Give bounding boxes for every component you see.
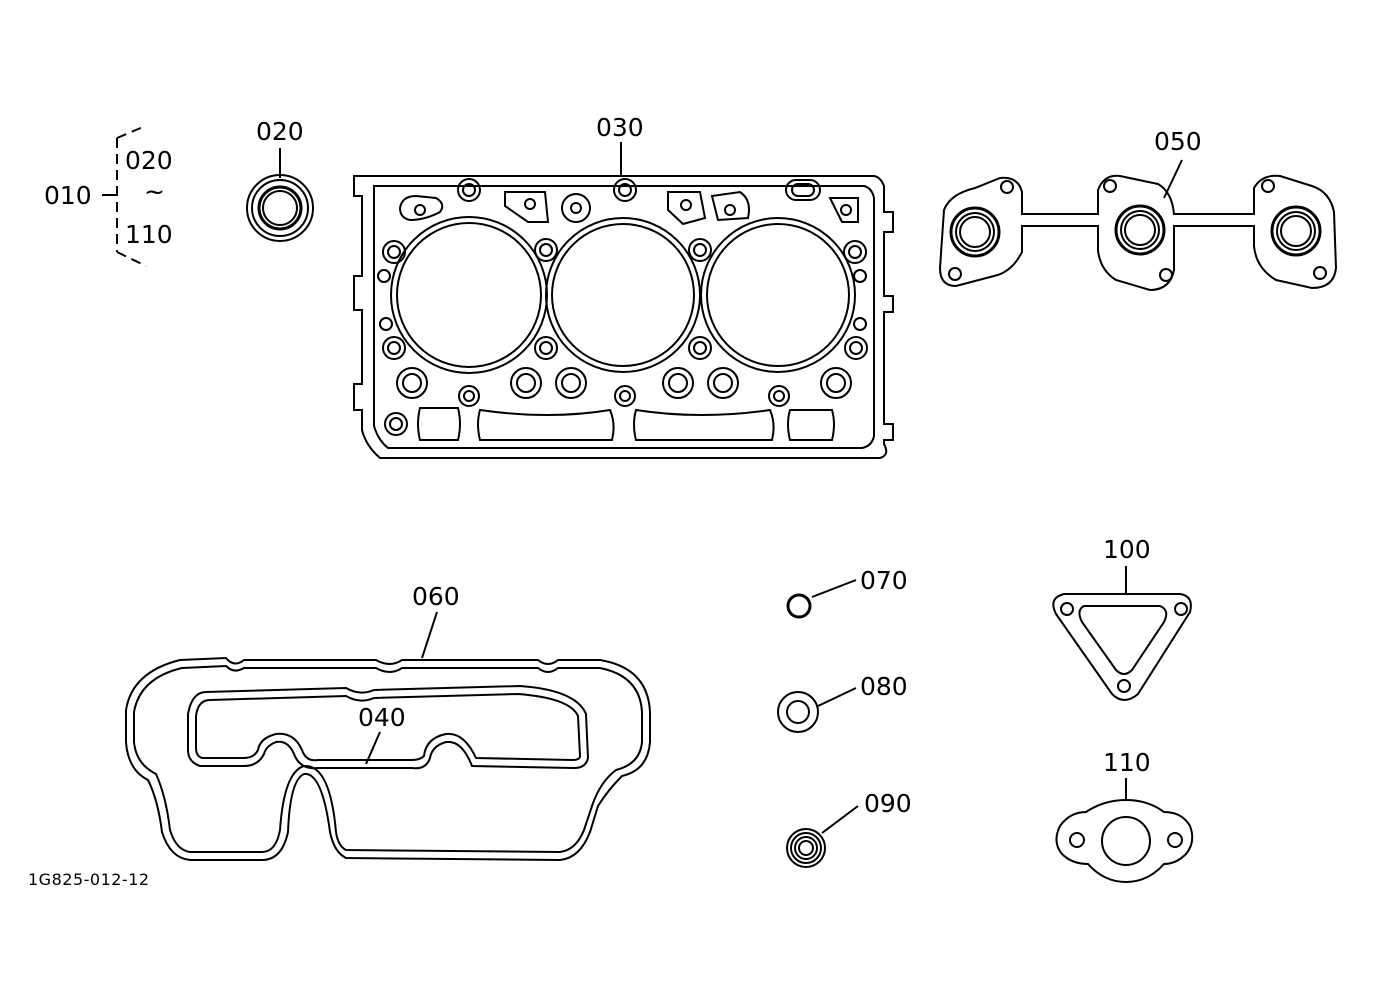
label-070: 070 (860, 566, 908, 595)
part-090-seal (786, 805, 859, 868)
drawing-number: 1G825-012-12 (28, 870, 150, 889)
label-110: 110 (1103, 748, 1151, 777)
label-090: 090 (864, 789, 912, 818)
label-range-to: 110 (125, 220, 173, 249)
part-100-triangular-gasket (1052, 566, 1192, 701)
set-bracket-010 (102, 126, 147, 267)
label-080: 080 (860, 672, 908, 701)
part-040-inner-gasket (187, 684, 590, 770)
part-020-oil-seal (246, 148, 314, 242)
part-030-cylinder-head-gasket (353, 142, 894, 459)
part-060-outer-gasket (125, 611, 651, 862)
part-070-o-ring (786, 579, 857, 619)
label-020: 020 (256, 117, 304, 146)
label-040: 040 (358, 703, 406, 732)
label-030: 030 (596, 113, 644, 142)
label-060: 060 (412, 582, 460, 611)
part-080-washer (777, 687, 857, 733)
label-range-separator: ~ (144, 177, 165, 206)
part-110-flange-gasket (1055, 778, 1194, 884)
label-range-from: 020 (125, 146, 173, 175)
label-050: 050 (1154, 127, 1202, 156)
label-100: 100 (1103, 535, 1151, 564)
part-050-manifold-gasket (938, 159, 1338, 292)
label-010: 010 (44, 181, 92, 210)
